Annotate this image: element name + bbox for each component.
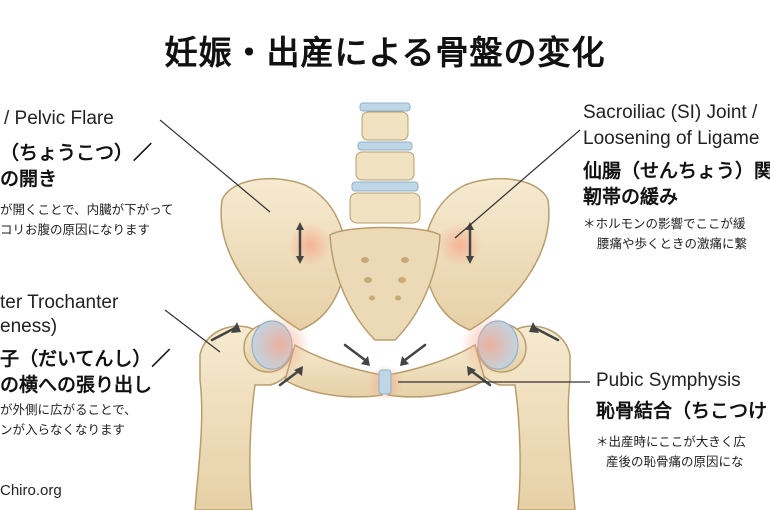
left-ilium (220, 177, 347, 331)
sacrum (329, 226, 441, 341)
pubic-symphysis-disc (378, 369, 392, 395)
pubic-en-label: Pubic Symphysis (596, 370, 741, 391)
trochanter-note-line1: が外側に広がることで、 (0, 402, 137, 417)
pelvic-flare-jp-line2: の開き (0, 168, 58, 190)
si-joint-jp-line2: 靭帯の緩み (583, 186, 679, 208)
pubic-note-line1: ＊出産時にここが大きく広 (596, 434, 746, 449)
trochanter-note-line2: ンが入らなくなります (0, 422, 126, 437)
si-joint-note-line2: 腰痛や歩くときの激痛に繋 (597, 236, 748, 251)
right-ilium (423, 177, 550, 331)
si-joint-en-line1: Sacroiliac (SI) Joint / (583, 102, 758, 123)
trochanter-jp-line2: の横への張り出し (0, 374, 153, 396)
pubic-jp-label: 恥骨結合（ちこつけ (596, 400, 768, 422)
si-joint-en-line2: Loosening of Ligame (583, 128, 760, 149)
pelvic-flare-note-line2: コリお腹の原因になります (0, 222, 151, 237)
pubic-note-line2: 産後の恥骨痛の原因にな (606, 454, 744, 469)
leader-trochanter (164, 309, 221, 353)
leader-pelvic-flare (159, 119, 271, 213)
page-title: 妊娠・出産による骨盤の変化 (164, 33, 606, 72)
pelvic-flare-note-line1: が開くことで、内臓が下がって (0, 202, 174, 217)
source-credit: Chiro.org (0, 482, 62, 499)
leader-si-joint (454, 129, 581, 239)
pelvic-flare-jp-line1: （ちょうこつ）／ (0, 142, 153, 164)
si-joint-note-line1: ＊ホルモンの影響でここが緩 (583, 216, 746, 231)
trochanter-jp-line1: 子（だいてんし）／ (0, 348, 171, 370)
pelvic-flare-en-label: / Pelvic Flare (4, 108, 114, 129)
trochanter-en-line1: ter Trochanter (0, 292, 119, 313)
trochanter-en-line2: eness) (0, 316, 58, 337)
si-joint-jp-line1: 仙腸（せんちょう）関 (583, 160, 770, 182)
lumbar-spine (349, 102, 421, 224)
